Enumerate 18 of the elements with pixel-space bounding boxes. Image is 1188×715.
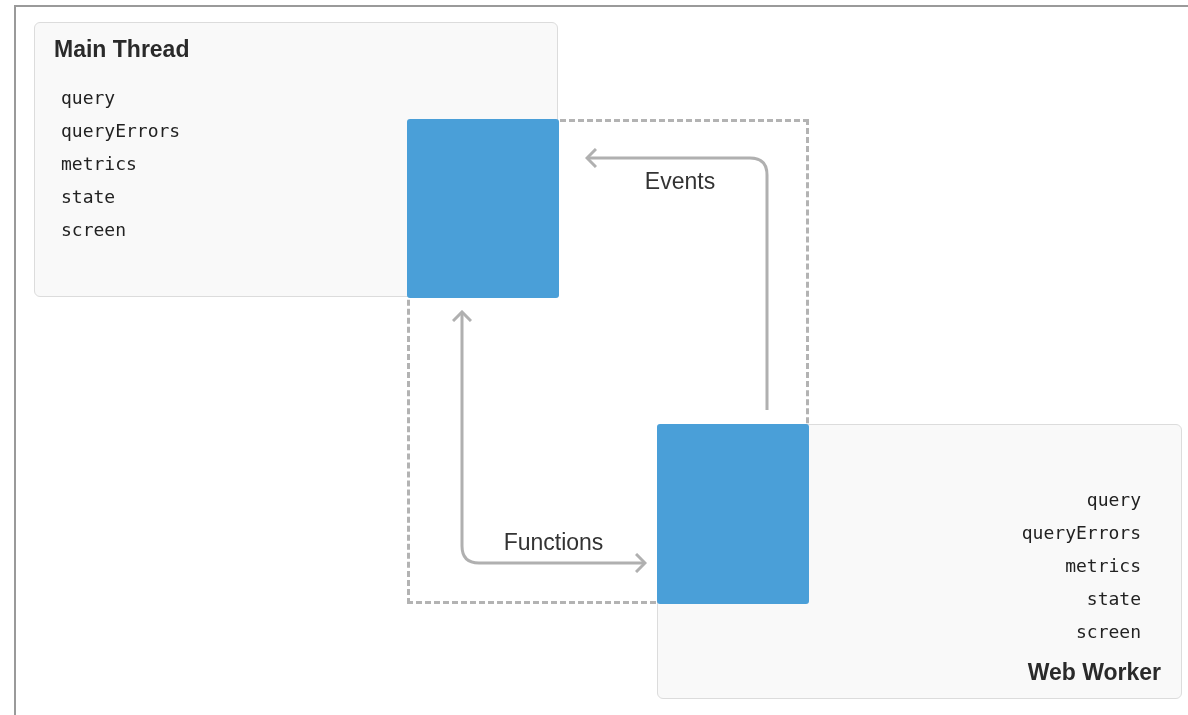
- field-name: state: [1086, 587, 1141, 611]
- field-name: queryErrors: [61, 119, 181, 143]
- field-name: state: [61, 185, 116, 209]
- panel-title: Main Thread: [54, 36, 190, 63]
- field-name: screen: [61, 218, 127, 242]
- field-name: screen: [1075, 620, 1141, 644]
- thread-panel: [657, 424, 1182, 699]
- module-square: [407, 119, 559, 298]
- panel-title: Web Worker: [1027, 659, 1161, 686]
- thread-panel: [34, 22, 558, 297]
- arrow: [451, 310, 647, 574]
- field-name: metrics: [61, 152, 137, 176]
- field-name: query: [1086, 488, 1141, 512]
- field-name: metrics: [1065, 554, 1141, 578]
- field-name: query: [61, 86, 116, 110]
- arrow: [585, 147, 769, 410]
- module-square: [657, 424, 809, 604]
- field-name: queryErrors: [1021, 521, 1141, 545]
